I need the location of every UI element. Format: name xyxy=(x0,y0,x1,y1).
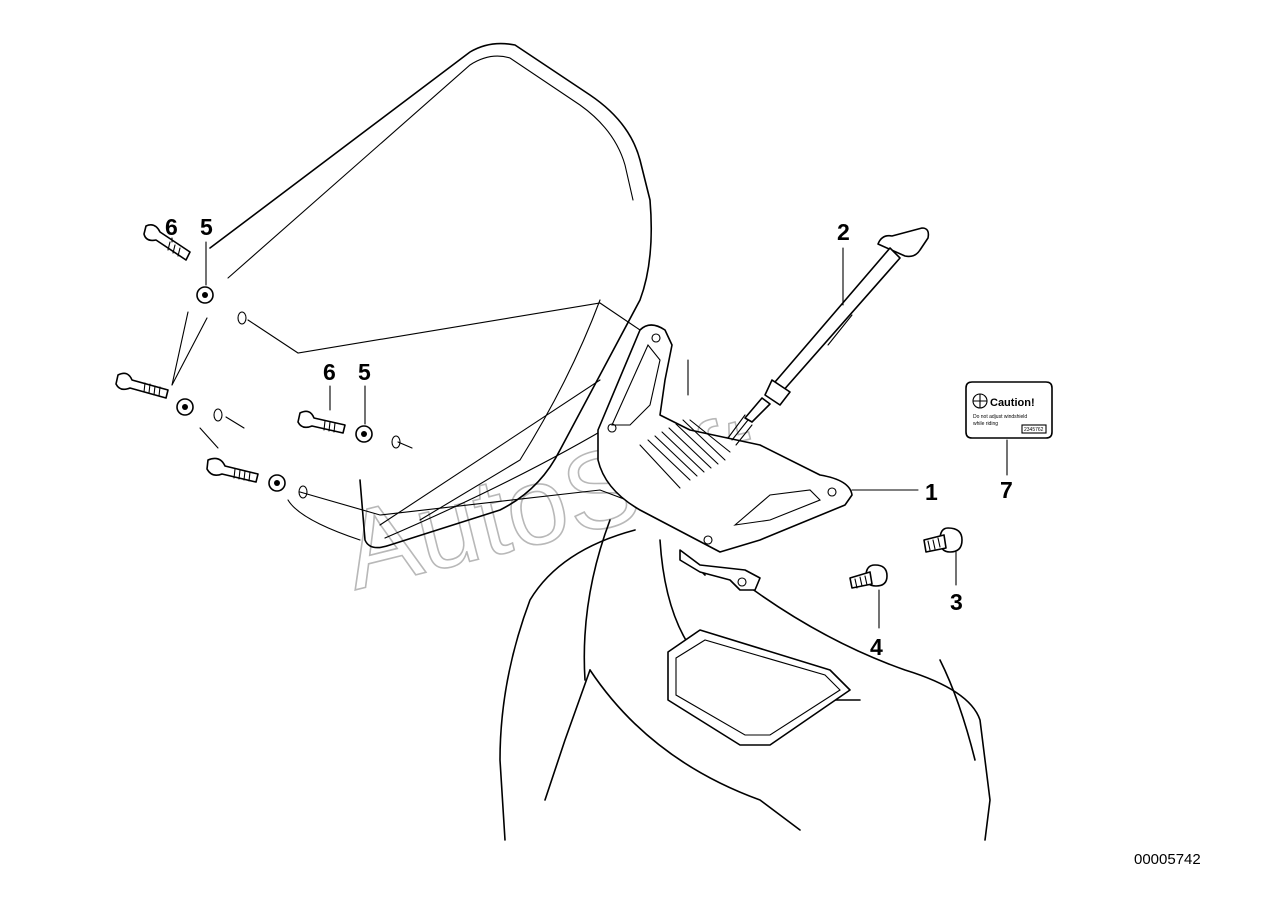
fairing xyxy=(499,519,991,841)
callout-4: 4 xyxy=(870,634,883,660)
caution-code: 2345762 xyxy=(1024,427,1044,433)
washer-part-5-bottom xyxy=(268,474,308,499)
adjustment-knob-part-2 xyxy=(727,227,930,446)
caution-title: Caution! xyxy=(990,397,1035,409)
bolt-part-6-left xyxy=(115,372,169,399)
bolt-part-6-mid xyxy=(297,410,346,434)
washer-part-5-left xyxy=(176,398,223,422)
callout-3: 3 xyxy=(950,589,963,615)
caution-line-2: while riding xyxy=(973,421,998,427)
washer-part-5-top xyxy=(196,286,247,325)
callout-5-mid: 5 xyxy=(358,359,371,385)
callout-2: 2 xyxy=(837,219,850,245)
callout-6-mid: 6 xyxy=(323,359,336,385)
screw-part-3 xyxy=(923,527,963,553)
screw-part-4 xyxy=(849,564,888,589)
leader-lines xyxy=(171,302,689,541)
bolt-part-6-bottom xyxy=(206,457,259,483)
windshield xyxy=(209,42,653,549)
callout-7: 7 xyxy=(1000,477,1013,503)
callout-1: 1 xyxy=(925,479,938,505)
bolt-part-6-top xyxy=(143,224,191,261)
callout-6-top: 6 xyxy=(165,214,178,240)
caution-line-1: Do not adjust windshield xyxy=(973,414,1027,420)
callout-leaders xyxy=(171,237,1008,629)
caution-label-part-7: Caution! Do not adjust windshield while … xyxy=(965,381,1053,439)
diagram-reference-number: 00005742 xyxy=(1134,851,1201,868)
callout-5-top: 5 xyxy=(200,214,213,240)
washer-part-5-mid xyxy=(355,425,401,449)
bracket-part-1 xyxy=(597,324,853,591)
